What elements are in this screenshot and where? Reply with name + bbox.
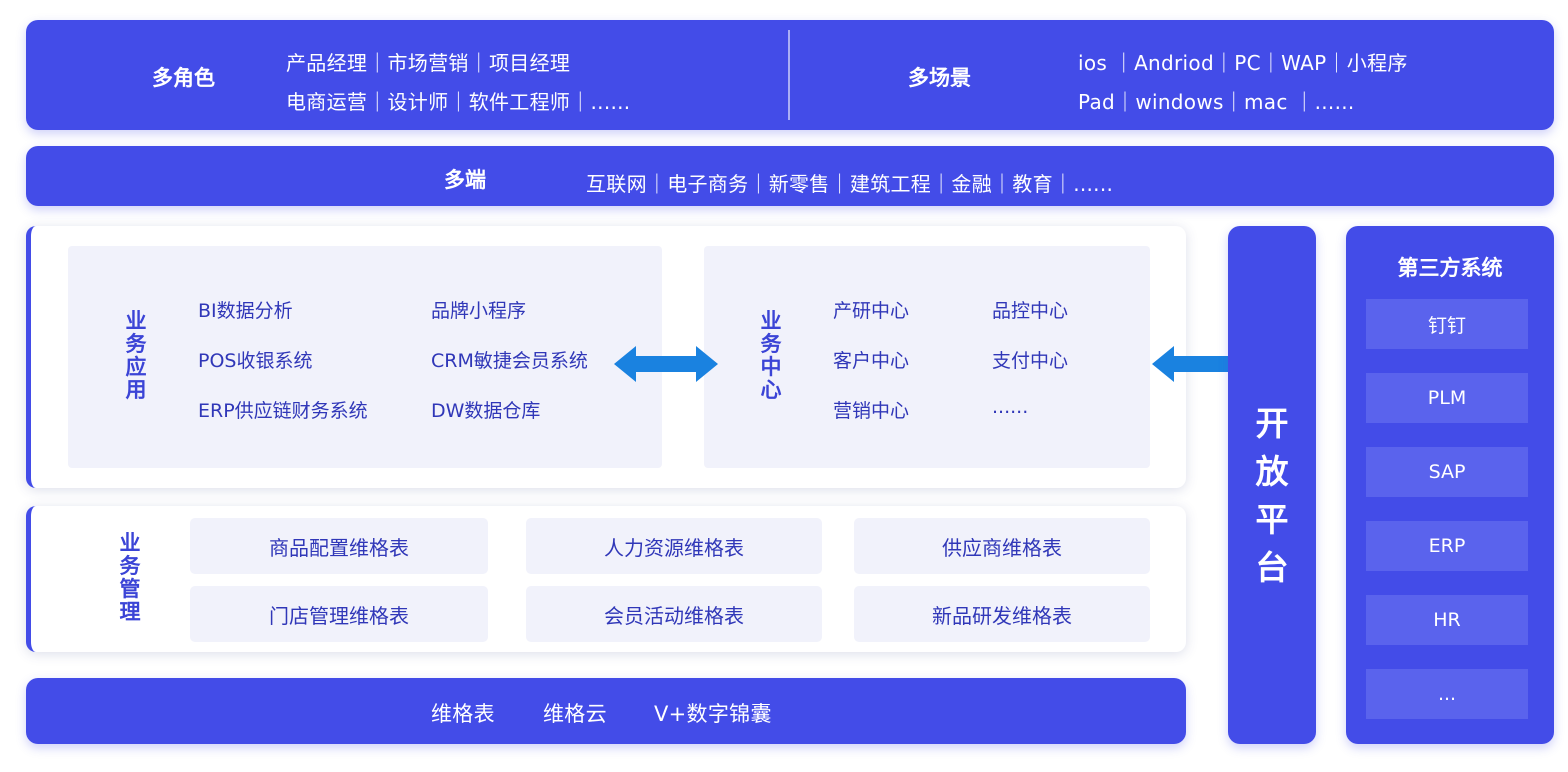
center-item: 营销中心 [833,400,910,422]
business-center-title: 业务中心 [760,309,782,402]
business-apps-title: 业务应用 [125,309,147,402]
bottom-item: V+数字锦囊 [654,702,772,726]
terminal-line: 互联网｜电子商务｜新零售｜建筑工程｜金融｜教育｜...... [586,172,1114,196]
management-title: 业务管理 [119,531,141,624]
third-party-item: 钉钉 [1366,299,1528,349]
business-center-box: 业务中心 产研中心 客户中心 营销中心 品控中心 支付中心 ...... [704,246,1150,468]
third-party-title: 第三方系统 [1397,256,1503,280]
terminal-title: 多端 [444,168,486,192]
open-platform-title: 开放平台 [1255,404,1289,587]
roles-line-1: 产品经理｜市场营销｜项目经理 [286,51,571,75]
management-cell: 门店管理维格表 [190,586,488,642]
bottom-panel: 维格表 维格云 V+数字锦囊 [26,678,1186,744]
third-party-item: ERP [1366,521,1528,571]
roles-title: 多角色 [152,66,215,90]
apps-item: DW数据仓库 [431,400,541,422]
top-divider [788,30,790,120]
scenes-title: 多场景 [908,66,971,90]
center-item: 产研中心 [833,300,910,322]
management-cell: 商品配置维格表 [190,518,488,574]
third-party-item: ... [1366,669,1528,719]
double-arrow-icon [1152,346,1256,382]
center-item: 支付中心 [992,350,1069,372]
center-item: ...... [992,396,1029,418]
third-party-item: HR [1366,595,1528,645]
open-platform-panel: 开放平台 [1228,226,1316,744]
bottom-item: 维格云 [543,702,607,726]
business-panel: 业务应用 BI数据分析 POS收银系统 ERP供应链财务系统 品牌小程序 CRM… [26,226,1186,488]
apps-item: 品牌小程序 [431,300,527,322]
management-cell: 供应商维格表 [854,518,1150,574]
third-party-item: SAP [1366,447,1528,497]
bottom-item: 维格表 [431,702,495,726]
scenes-line-1: ios ｜Andriod｜PC｜WAP｜小程序 [1078,51,1408,75]
third-party-panel: 第三方系统 钉钉 PLM SAP ERP HR ... [1346,226,1554,744]
scenes-line-2: Pad｜windows｜mac ｜...... [1078,90,1355,114]
third-party-item: PLM [1366,373,1528,423]
roles-line-2: 电商运营｜设计师｜软件工程师｜...... [286,90,631,114]
terminal-panel: 多端 互联网｜电子商务｜新零售｜建筑工程｜金融｜教育｜...... [26,146,1554,206]
management-cell: 人力资源维格表 [526,518,822,574]
apps-item: ERP供应链财务系统 [198,400,368,422]
apps-item: BI数据分析 [198,300,293,322]
double-arrow-icon [614,346,718,382]
center-item: 客户中心 [833,350,910,372]
business-apps-box: 业务应用 BI数据分析 POS收银系统 ERP供应链财务系统 品牌小程序 CRM… [68,246,662,468]
top-panel: 多角色 产品经理｜市场营销｜项目经理 电商运营｜设计师｜软件工程师｜......… [26,20,1554,130]
management-cell: 新品研发维格表 [854,586,1150,642]
center-item: 品控中心 [992,300,1069,322]
apps-item: POS收银系统 [198,350,313,372]
apps-item: CRM敏捷会员系统 [431,350,588,372]
management-panel: 业务管理 商品配置维格表 人力资源维格表 供应商维格表 门店管理维格表 会员活动… [26,506,1186,652]
management-cell: 会员活动维格表 [526,586,822,642]
